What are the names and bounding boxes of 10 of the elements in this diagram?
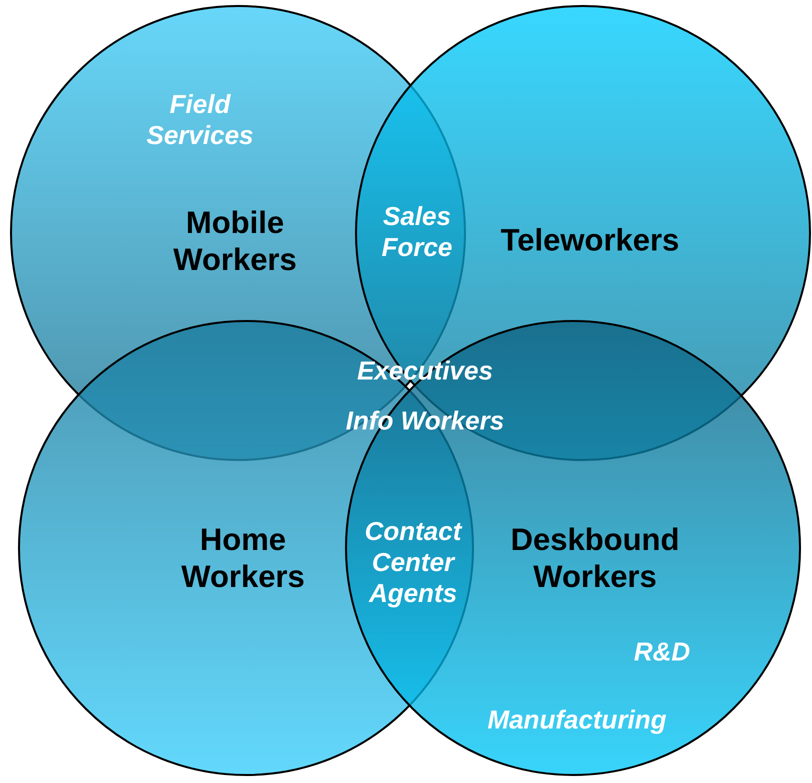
overlap-label: Contact Center Agents: [364, 516, 464, 610]
overlap-label: Sales Force: [380, 200, 454, 264]
subgroup-label: R&D: [632, 636, 692, 668]
subgroup-label: Field Services: [146, 88, 254, 152]
group-title: Deskbound Workers: [510, 520, 680, 596]
venn-circle: [345, 320, 801, 776]
group-title: Home Workers: [180, 520, 306, 596]
group-title: Mobile Workers: [172, 204, 298, 278]
subgroup-label: Manufacturing: [486, 704, 668, 736]
group-title: Teleworkers: [500, 221, 680, 259]
